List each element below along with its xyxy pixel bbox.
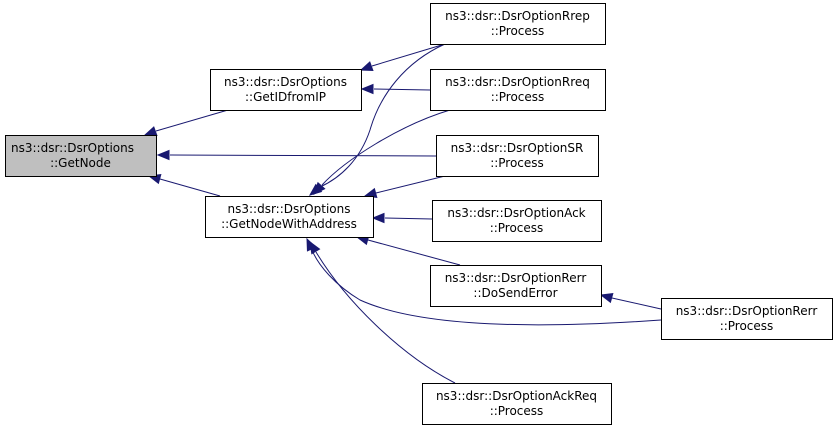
- node-box[interactable]: [430, 69, 606, 111]
- node-box[interactable]: [661, 298, 833, 340]
- node-box[interactable]: [210, 69, 362, 111]
- node-getidfromip[interactable]: ns3::dsr::DsrOptions::GetIDfromIP: [210, 69, 362, 111]
- node-label-line2: ::Process: [491, 90, 545, 104]
- node-label-line1: ns3::dsr::DsrOptionAck: [447, 206, 585, 220]
- node-label-line2: ::GetNodeWithAddress: [221, 217, 357, 231]
- edge-line: [159, 178, 221, 197]
- edge-rreq-to-getidfromip: [360, 83, 431, 95]
- edge-line: [319, 43, 446, 188]
- edge-ackreq-to-getnodewithaddress: [309, 240, 456, 384]
- edge-line: [169, 154, 437, 157]
- edge-line: [367, 239, 461, 266]
- edge-line: [315, 251, 456, 384]
- node-label-line2: ::Process: [490, 156, 544, 170]
- node-getnodewithaddress[interactable]: ns3::dsr::DsrOptions::GetNodeWithAddress: [205, 196, 374, 238]
- edge-arrowhead: [599, 292, 614, 304]
- edge-ack-to-getnodewithaddress: [371, 212, 433, 224]
- edge-line: [155, 109, 229, 132]
- edge-line: [371, 43, 446, 67]
- node-box[interactable]: [436, 135, 599, 177]
- node-box[interactable]: [205, 196, 374, 238]
- edge-rerrproc-to-rerrsend: [599, 292, 662, 310]
- edge-arrowhead: [309, 240, 321, 255]
- edge-line: [384, 217, 433, 220]
- edge-line: [375, 175, 446, 194]
- node-label-line2: ::Process: [490, 221, 544, 235]
- edge-line: [321, 109, 451, 186]
- node-rerr-process[interactable]: ns3::dsr::DsrOptionRerr::Process: [661, 298, 833, 340]
- edge-arrowhead: [156, 149, 170, 161]
- node-box[interactable]: [432, 200, 602, 242]
- edge-rrep-to-getidfromip: [359, 43, 446, 71]
- node-label-line1: ns3::dsr::DsrOptionSR: [451, 141, 584, 155]
- edge-sr-to-getnodewithaddress: [363, 175, 446, 199]
- node-rerr-dosenderror[interactable]: ns3::dsr::DsrOptionRerr::DoSendError: [430, 265, 602, 307]
- edge-sr-to-getnode: [156, 149, 437, 161]
- node-box[interactable]: [430, 265, 602, 307]
- nodes-layer: ns3::dsr::DsrOptions::GetNodens3::dsr::D…: [5, 3, 833, 425]
- node-label-line2: ::Process: [720, 319, 774, 333]
- edge-arrowhead: [143, 126, 158, 136]
- node-label-line1: ns3::dsr::DsrOptionRreq: [445, 75, 590, 89]
- edges-layer: [143, 43, 662, 384]
- node-box[interactable]: [430, 3, 606, 45]
- node-label-line2: ::GetNode: [50, 156, 111, 170]
- edge-arrowhead: [313, 181, 326, 195]
- node-getnode: ns3::dsr::DsrOptions::GetNode: [5, 135, 157, 177]
- edge-line: [373, 88, 431, 91]
- node-label-line2: ::Process: [491, 24, 545, 38]
- node-sr-process[interactable]: ns3::dsr::DsrOptionSR::Process: [436, 135, 599, 177]
- edge-line: [611, 297, 662, 310]
- node-rrep-process[interactable]: ns3::dsr::DsrOptionRrep::Process: [430, 3, 606, 45]
- node-label-line2: ::GetIDfromIP: [245, 90, 326, 104]
- node-label-line1: ns3::dsr::DsrOptionAckReq: [436, 389, 597, 403]
- node-box: [5, 135, 157, 177]
- edge-rreq-to-getnodewithaddress: [313, 109, 451, 195]
- node-label-line1: ns3::dsr::DsrOptions: [224, 75, 347, 89]
- node-ack-process[interactable]: ns3::dsr::DsrOptionAck::Process: [432, 200, 602, 242]
- node-label-line2: ::Process: [490, 404, 544, 418]
- node-box[interactable]: [422, 383, 612, 425]
- node-rreq-process[interactable]: ns3::dsr::DsrOptionRreq::Process: [430, 69, 606, 111]
- node-label-line2: ::DoSendError: [473, 286, 557, 300]
- edge-getidfromip-to-getnode: [143, 109, 229, 136]
- edge-line: [311, 249, 662, 326]
- node-ackreq-process[interactable]: ns3::dsr::DsrOptionAckReq::Process: [422, 383, 612, 425]
- node-label-line1: ns3::dsr::DsrOptions: [11, 141, 134, 155]
- edge-arrowhead: [360, 83, 374, 95]
- node-label-line1: ns3::dsr::DsrOptionRrep: [445, 9, 590, 23]
- node-label-line1: ns3::dsr::DsrOptionRerr: [676, 304, 818, 318]
- node-label-line1: ns3::dsr::DsrOptionRerr: [445, 271, 587, 285]
- edge-arrowhead: [359, 61, 374, 71]
- node-label-line1: ns3::dsr::DsrOptions: [228, 202, 351, 216]
- edge-arrowhead: [371, 212, 385, 224]
- edge-getnodewithaddress-to-getnode: [147, 173, 221, 197]
